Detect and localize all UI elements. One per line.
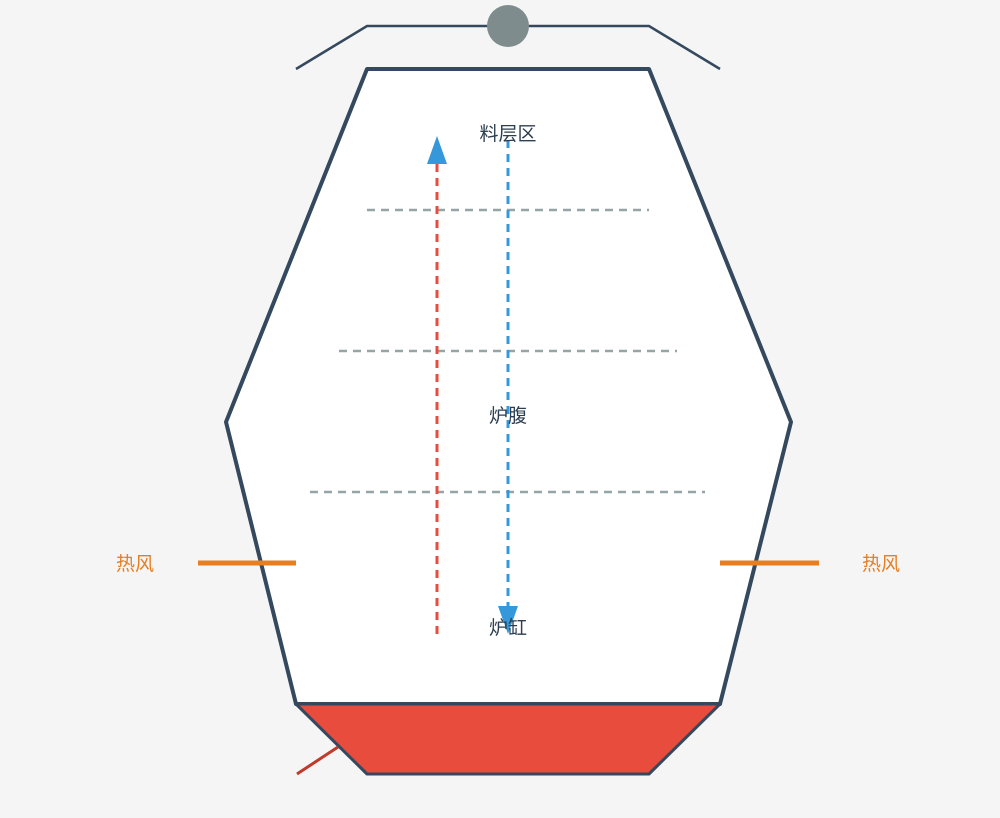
tap-hole: [296, 745, 339, 776]
molten-iron-pool: [294, 702, 722, 776]
gas-flow-arrowhead: [427, 136, 447, 164]
hot-air-label-right: 热风: [862, 553, 900, 575]
charging-bell: [487, 5, 529, 47]
hot-air-label-left: 热风: [116, 553, 154, 575]
burden-flow-arrowhead: [498, 606, 518, 634]
burden-zone-label: 料层区: [479, 123, 536, 145]
hearth-label: 炉缸: [489, 617, 527, 639]
furnace-belly-label: 炉腹: [489, 405, 527, 427]
